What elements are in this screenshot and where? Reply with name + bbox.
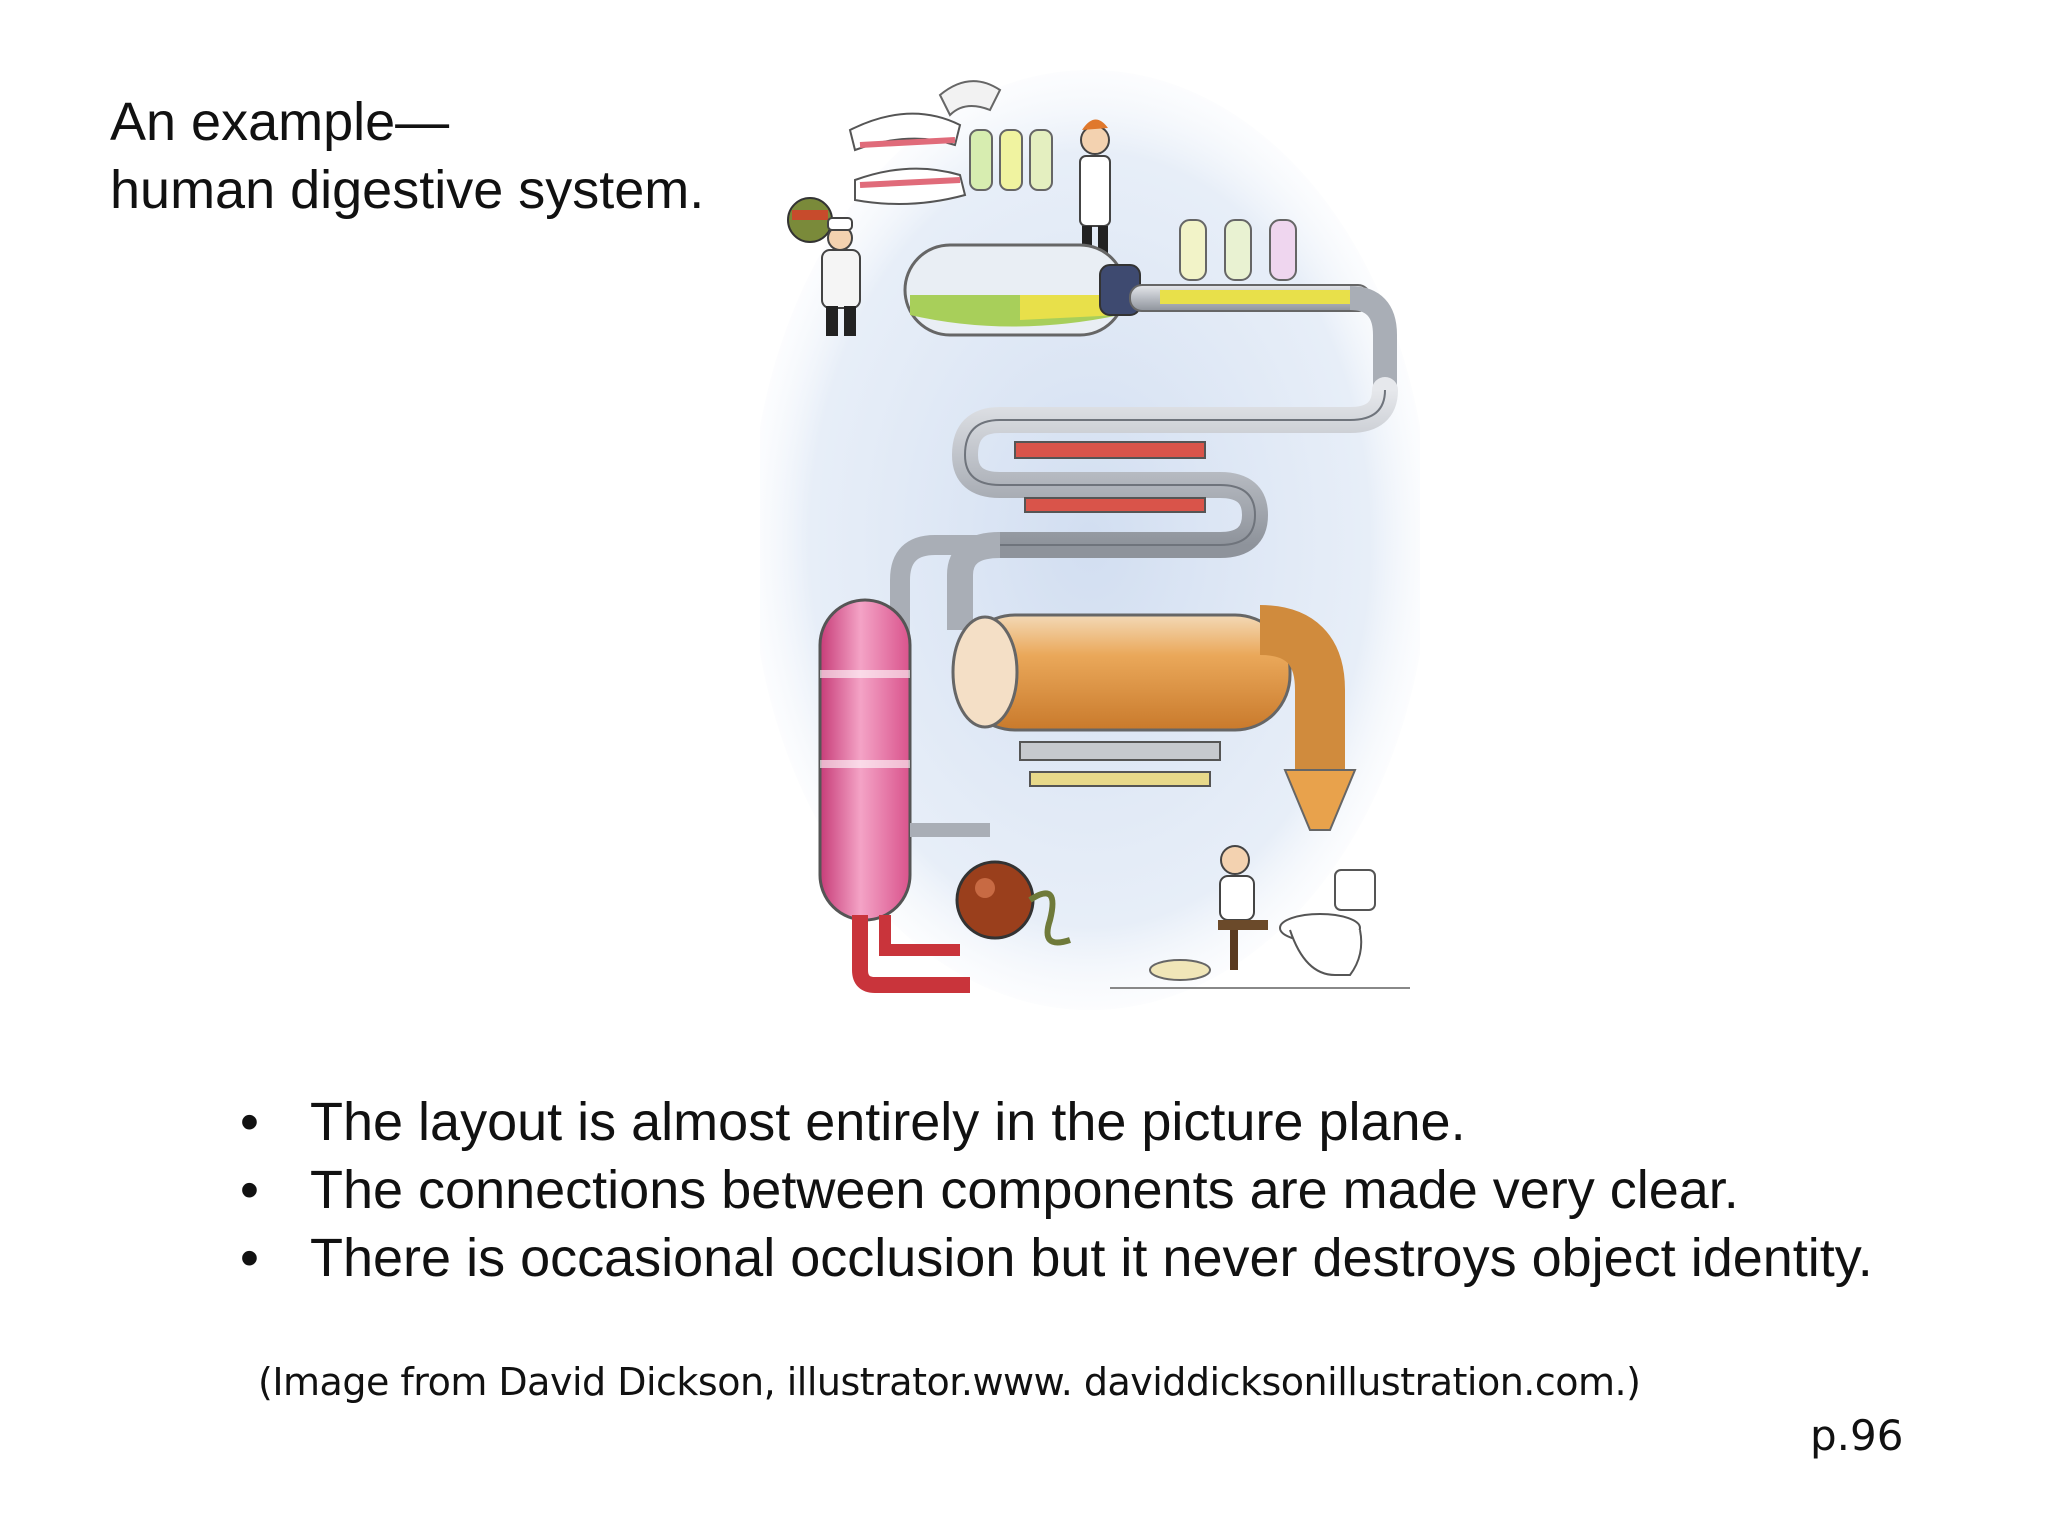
slide-title: An example— human digestive system. xyxy=(110,88,704,224)
slide-title-line-2: human digestive system. xyxy=(110,160,705,220)
cook-figure xyxy=(787,197,861,336)
small-intestine xyxy=(890,377,1398,670)
page-number: p.96 xyxy=(1810,1411,1904,1460)
image-credit: (Image from David Dickson, illustrator.w… xyxy=(258,1360,1641,1404)
chemist-figure xyxy=(1079,119,1111,258)
pump xyxy=(955,860,1071,946)
toilet xyxy=(1110,869,1410,989)
bullet-text: There is occasional occlusion but it nev… xyxy=(310,1228,1873,1288)
top-flasks xyxy=(938,80,1053,191)
bullet-item: • The layout is almost entirely in the p… xyxy=(240,1088,1873,1156)
teeth xyxy=(848,112,967,205)
bullet-item: • The connections between components are… xyxy=(240,1156,1873,1224)
seated-person xyxy=(1149,845,1268,981)
bullet-text: The connections between components are m… xyxy=(310,1160,1739,1220)
slide-title-line-1: An example— xyxy=(110,92,450,152)
bullet-list: • The layout is almost entirely in the p… xyxy=(240,1088,1873,1292)
bullet-dot: • xyxy=(240,1092,259,1152)
bullet-item: • There is occasional occlusion but it n… xyxy=(240,1224,1873,1292)
bullet-text: The layout is almost entirely in the pic… xyxy=(310,1092,1466,1152)
digestive-system-illustration xyxy=(760,70,1420,1010)
duodenum-pipe xyxy=(1129,219,1397,390)
bullet-dot: • xyxy=(240,1160,259,1220)
stomach-tank xyxy=(903,243,1141,337)
bullet-dot: • xyxy=(240,1228,259,1288)
large-intestine xyxy=(951,605,1357,831)
pink-tank xyxy=(818,598,990,993)
